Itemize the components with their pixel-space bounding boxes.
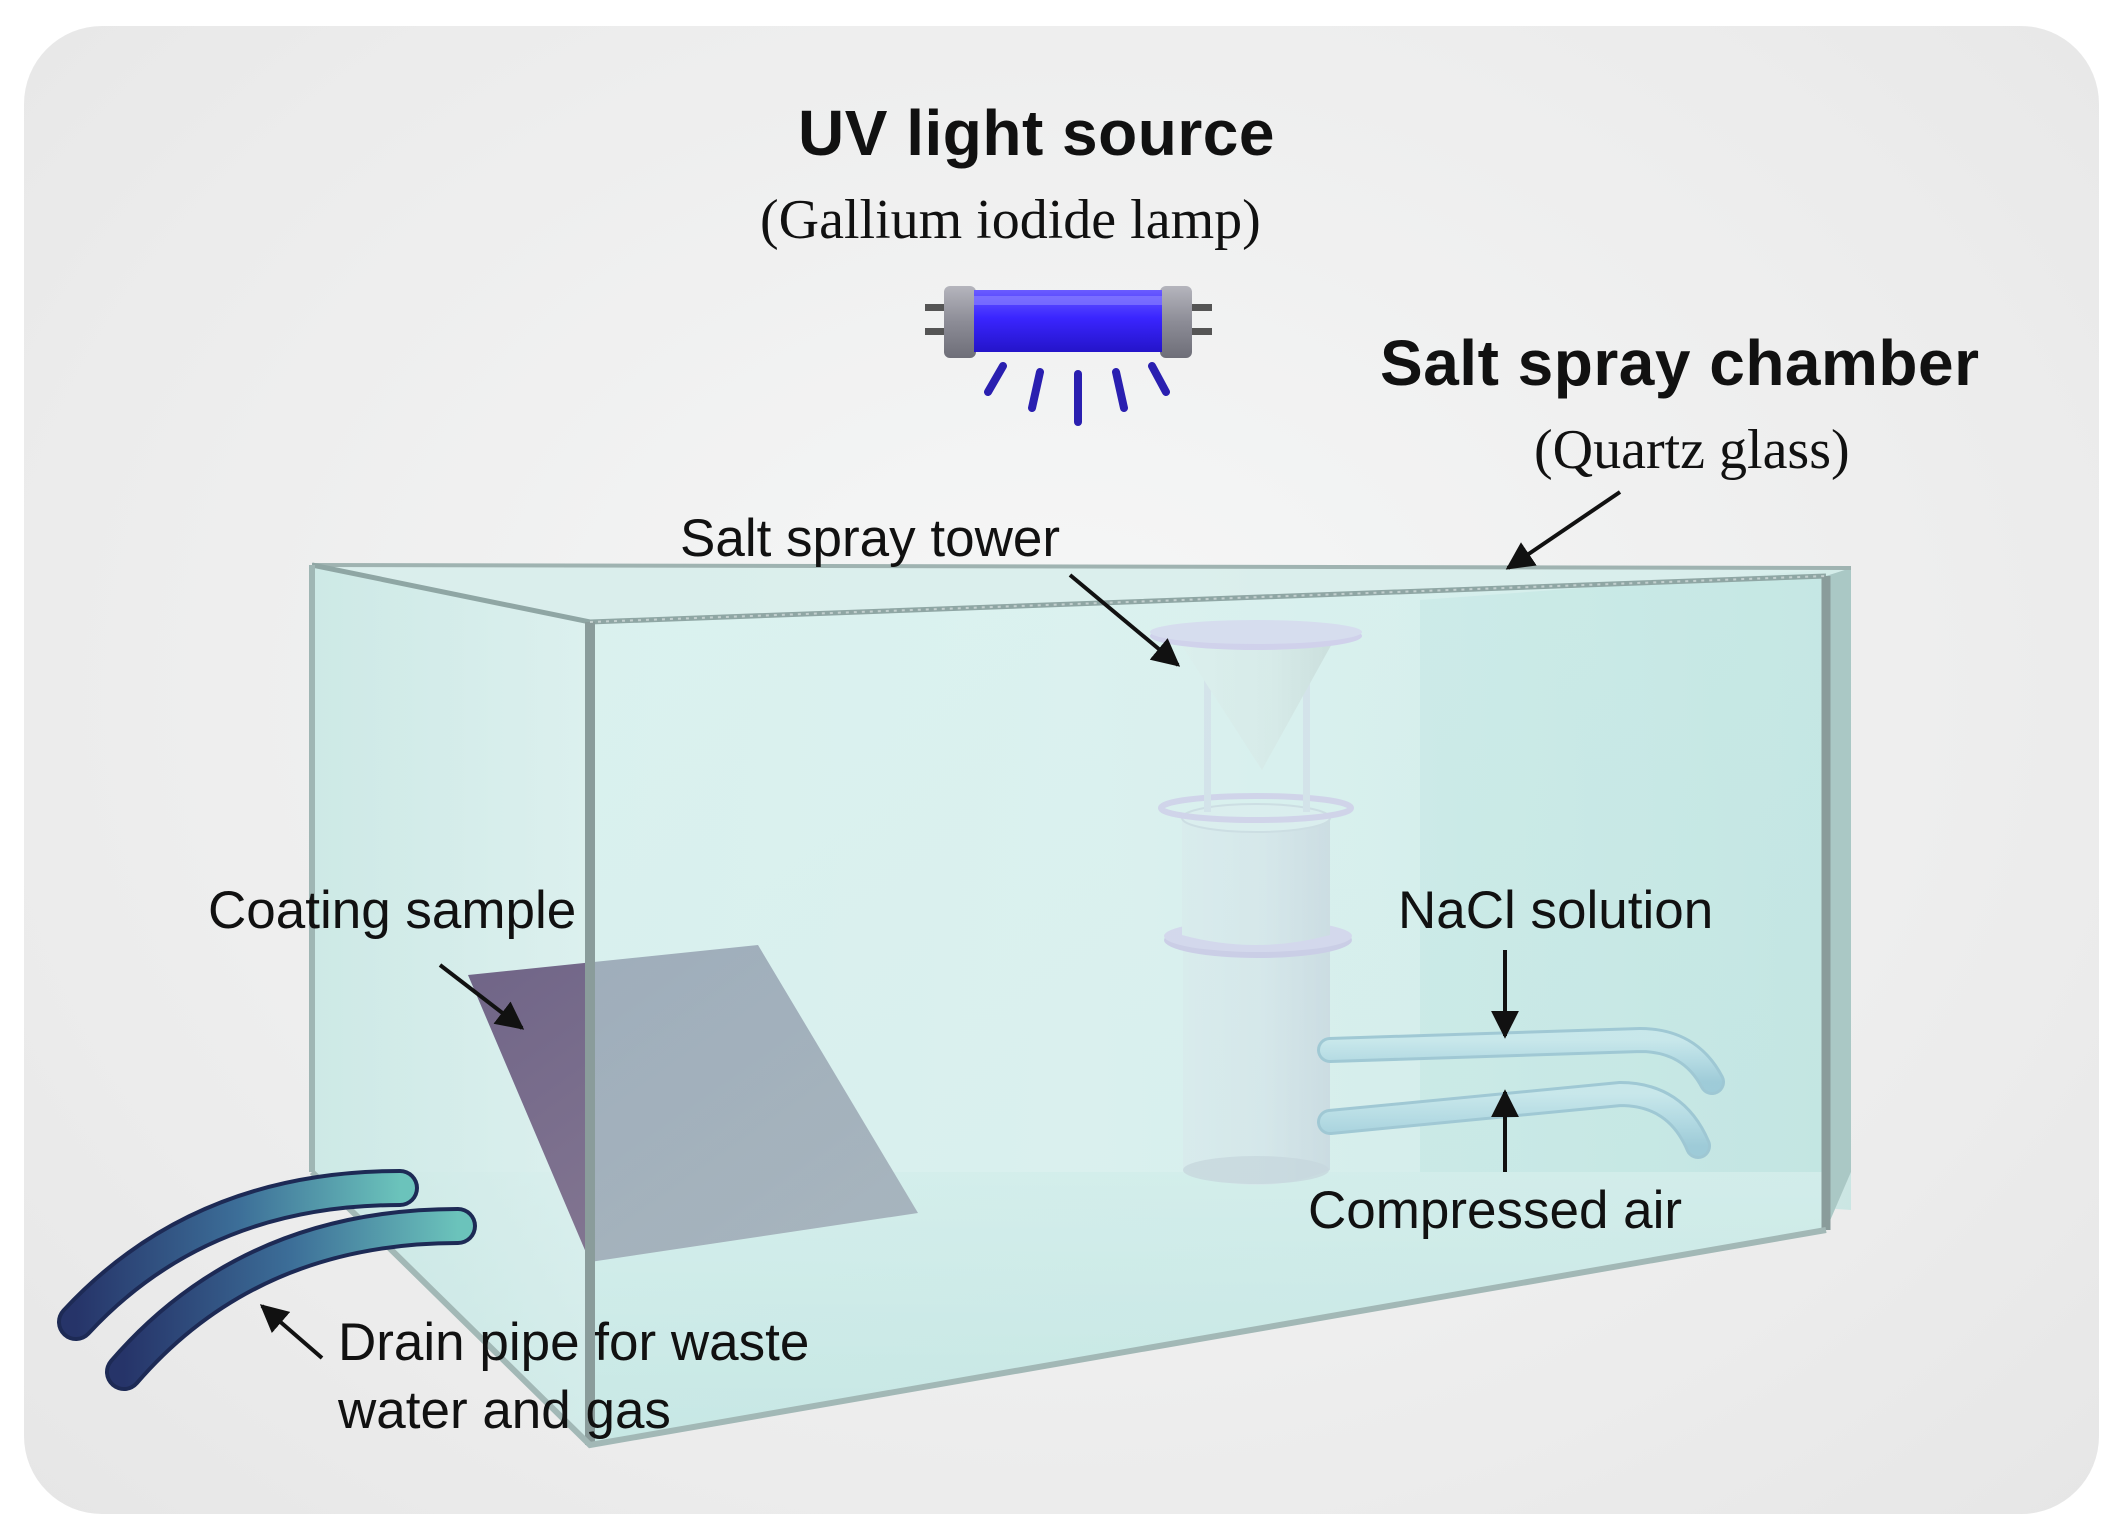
tower-label: Salt spray tower <box>680 509 1060 568</box>
nacl-label: NaCl solution <box>1398 881 1714 940</box>
uv-lamp-icon <box>925 286 1212 426</box>
uv-source-subtitle: (Gallium iodide lamp) <box>760 189 1261 251</box>
sample-arrow <box>438 963 525 1030</box>
uv-source-title: UV light source <box>798 97 1275 169</box>
tower-arrow <box>1068 573 1181 667</box>
chamber-subtitle: (Quartz glass) <box>1534 419 1850 481</box>
chamber-front-glass <box>309 562 1852 1449</box>
chamber-arrow <box>1505 490 1622 570</box>
drain-label-line2: water and gas <box>338 1381 671 1440</box>
arrow-icon <box>259 490 1622 1360</box>
uv-rays <box>984 362 1170 426</box>
drain-arrow <box>259 1304 324 1360</box>
drain-label-line1: Drain pipe for waste <box>338 1313 810 1372</box>
air-label: Compressed air <box>1308 1181 1683 1240</box>
chamber-title: Salt spray chamber <box>1380 327 1980 399</box>
sample-label: Coating sample <box>208 881 577 940</box>
drain-pipe-icon <box>57 1169 477 1391</box>
